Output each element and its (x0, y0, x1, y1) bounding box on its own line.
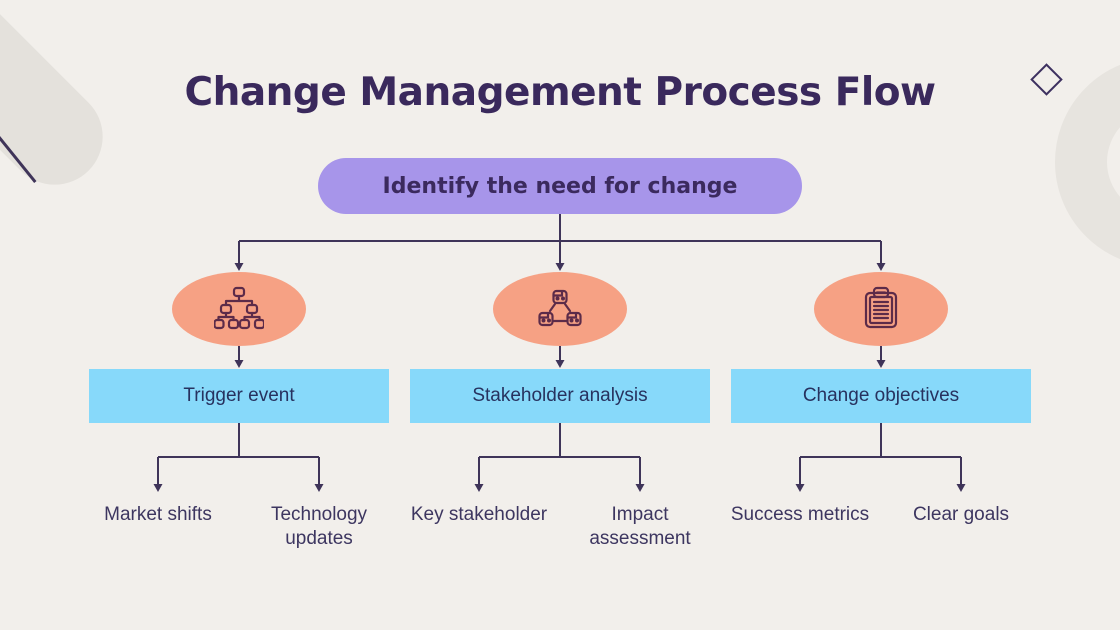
page-title: Change Management Process Flow (184, 70, 936, 115)
stage-box-stakeholder-analysis: Stakeholder analysis (410, 369, 710, 423)
ellipse-node-stakeholder (493, 272, 627, 346)
root-node: Identify the need for change (318, 158, 802, 214)
leaf-clear-goals: Clear goals (912, 504, 1010, 525)
org-chart-icon (214, 286, 264, 330)
stakeholders-icon (538, 289, 582, 327)
root-node-label: Identify the need for change (382, 173, 738, 199)
leaf-market-shifts: Market shifts (104, 504, 212, 525)
stage-box-change-objectives: Change objectives (731, 369, 1031, 423)
leaf-impact-assessment: Impact assessment (589, 504, 691, 549)
ellipse-node-trigger (172, 272, 306, 346)
ellipse-node-objectives (814, 272, 948, 346)
stage-box-trigger-event: Trigger event (89, 369, 389, 423)
leaf-success-metrics: Success metrics (730, 504, 870, 525)
leaf-technology-updates: Technology updates (270, 504, 368, 549)
leaf-key-stakeholder: Key stakeholder (410, 504, 548, 525)
clipboard-icon (864, 286, 898, 329)
